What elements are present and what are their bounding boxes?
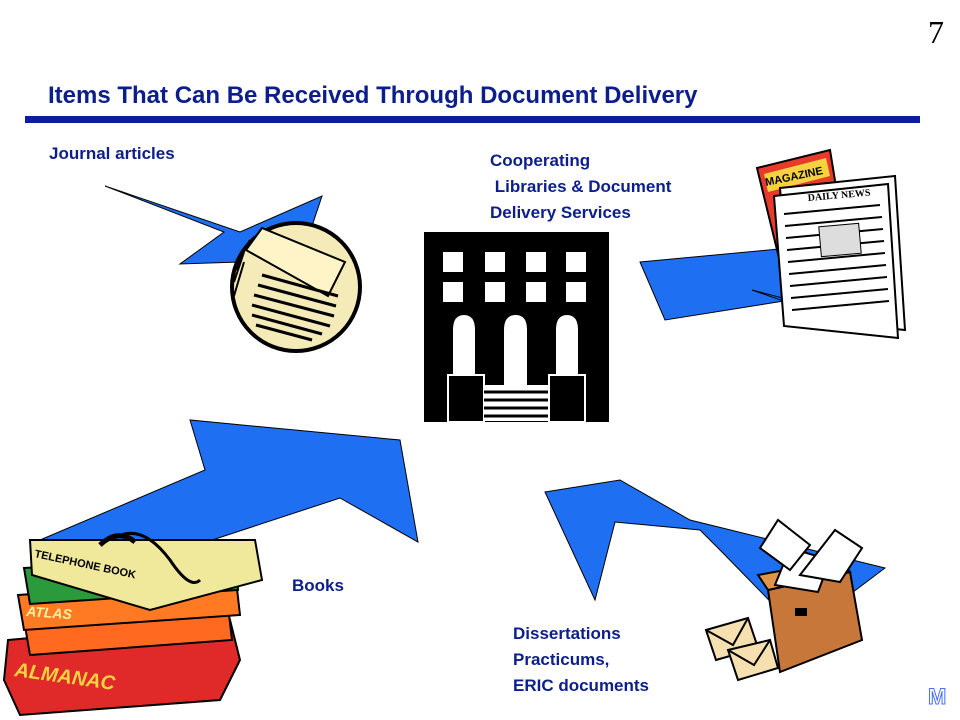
slide-title: Items That Can Be Received Through Docum… xyxy=(48,82,698,109)
newspaper-masthead-text: DAILY NEWS xyxy=(807,188,871,204)
label-books: Books xyxy=(292,576,344,595)
box-documents-icon xyxy=(704,518,864,682)
books-stack-icon: ALMANAC ATLAS TELEPHONE BOOK xyxy=(2,531,264,717)
label-cooperating-libraries: Cooperating Libraries & Document Deliver… xyxy=(490,151,672,222)
journal-articles-icon xyxy=(230,221,362,353)
label-dissertations: Dissertations Practicums, ERIC documents xyxy=(513,624,650,695)
slide-number: 7 xyxy=(928,14,944,50)
book-spine-atlas: ATLAS xyxy=(25,603,73,622)
label-journal-articles: Journal articles xyxy=(49,144,175,163)
library-building-icon xyxy=(424,232,609,423)
title-underline xyxy=(25,116,920,123)
magazine-newspaper-icon: MAGAZINE DAILY NEWS xyxy=(755,148,907,340)
nav-home-link[interactable]: M xyxy=(927,684,947,710)
